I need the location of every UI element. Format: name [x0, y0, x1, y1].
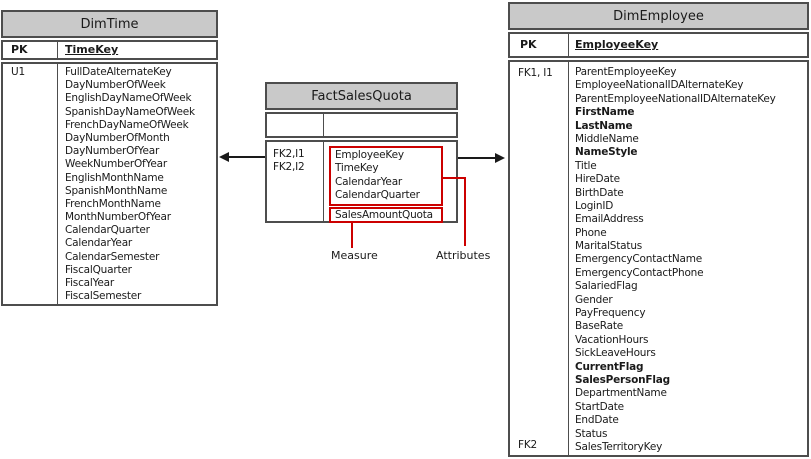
field-name: FrenchDayNameOfWeek	[65, 118, 189, 131]
field-name: FullDateAlternateKey	[65, 66, 172, 78]
measure-highlight-box: SalesAmountQuota	[329, 207, 443, 223]
field-name: Status	[575, 427, 608, 440]
measure-label: Measure	[331, 249, 378, 262]
field-name: CalendarYear	[335, 175, 403, 188]
field-name: EnglishMonthName	[65, 171, 164, 184]
dimtime-title: DimTime	[80, 16, 139, 32]
dimemployee-table-header: DimEmployee	[508, 2, 809, 30]
attributes-connector-vline	[464, 177, 466, 246]
attributes-label: Attributes	[436, 249, 491, 262]
field-name: Phone	[575, 226, 607, 239]
field-name: SalesTerritoryKey	[575, 440, 663, 453]
dimtime-pk-row: PK TimeKey	[1, 40, 218, 60]
field-name: CalendarQuarter	[335, 188, 420, 201]
field-name: VacationHours	[575, 333, 649, 346]
field-name: SalesAmountQuota	[335, 209, 433, 221]
field-name: EnglishDayNameOfWeek	[65, 92, 192, 105]
dimtime-pk-field: TimeKey	[65, 43, 119, 56]
field-name: EmployeeKey	[335, 149, 404, 161]
field-name: EndDate	[575, 414, 619, 427]
field-name: DayNumberOfMonth	[65, 131, 170, 144]
field-name: SickLeaveHours	[575, 347, 656, 360]
field-name: PayFrequency	[575, 307, 646, 320]
dimemployee-key-label-bottom: FK2	[518, 439, 538, 451]
field-name: LoginID	[575, 199, 614, 212]
field-name: Gender	[575, 293, 613, 306]
field-name: Title	[575, 159, 597, 172]
right-arrowhead-icon	[495, 153, 505, 163]
dimemployee-pk-divider	[568, 34, 569, 56]
field-name: EmergencyContactPhone	[575, 266, 704, 279]
measure-connector-line	[351, 222, 353, 248]
field-name: CurrentFlag	[575, 360, 644, 373]
field-name: FK2,I2	[273, 161, 305, 174]
factsalesquota-pk-divider	[323, 114, 324, 136]
dimemployee-key-label-top: FK1, I1	[518, 67, 553, 79]
field-name: MaritalStatus	[575, 240, 643, 253]
left-arrowhead-icon	[219, 152, 229, 162]
field-name: SalariedFlag	[575, 280, 638, 293]
dimtime-pk-label: PK	[11, 43, 28, 56]
field-name: DepartmentName	[575, 387, 667, 400]
field-name: ParentEmployeeNationalIDAlternateKey	[575, 92, 776, 105]
field-name: CalendarYear	[65, 237, 133, 250]
dimemployee-pk-label: PK	[520, 38, 537, 51]
factsalesquota-pk-row	[265, 112, 458, 138]
field-name: CalendarQuarter	[65, 224, 150, 237]
dimtime-body-divider	[57, 64, 58, 304]
field-name: StartDate	[575, 400, 624, 413]
field-name: TimeKey	[335, 162, 379, 175]
factsalesquota-table-header: FactSalesQuota	[265, 82, 458, 110]
field-name: MiddleName	[575, 132, 639, 145]
field-name: FK2,I1	[273, 148, 305, 160]
field-name: FiscalSemester	[65, 290, 142, 303]
field-name: DayNumberOfWeek	[65, 79, 166, 92]
attributes-connector-hline	[443, 177, 466, 179]
field-name: SpanishDayNameOfWeek	[65, 105, 195, 118]
field-name: FiscalYear	[65, 277, 115, 289]
field-name: LastName	[575, 119, 633, 132]
field-name: SpanishMonthName	[65, 184, 168, 197]
dimemployee-body-divider	[568, 62, 569, 455]
field-name: FrenchMonthName	[65, 197, 161, 210]
field-name: EmailAddress	[575, 213, 644, 226]
field-name: BaseRate	[575, 320, 624, 333]
dimemployee-pk-row: PK EmployeeKey	[508, 32, 809, 58]
field-name: HireDate	[575, 173, 620, 186]
dimemployee-pk-field: EmployeeKey	[575, 38, 659, 51]
factsalesquota-title: FactSalesQuota	[311, 88, 412, 104]
field-name: SalesPersonFlag	[575, 373, 670, 386]
field-name: FiscalQuarter	[65, 263, 132, 276]
field-name: EmployeeNationalIDAlternateKey	[575, 79, 744, 92]
field-name: CalendarSemester	[65, 250, 160, 263]
field-name: WeekNumberOfYear	[65, 158, 167, 171]
field-name: EmergencyContactName	[575, 253, 703, 266]
relationship-line-left	[227, 156, 265, 158]
dimtime-key-label: U1	[11, 66, 25, 78]
relationship-line-right	[458, 157, 497, 159]
factsalesquota-body-divider	[323, 142, 324, 221]
field-name: MonthNumberOfYear	[65, 211, 171, 224]
dimemployee-title: DimEmployee	[613, 8, 704, 24]
dimtime-table-header: DimTime	[1, 10, 218, 38]
field-name: ParentEmployeeKey	[575, 66, 677, 78]
field-name: BirthDate	[575, 186, 624, 199]
field-name: DayNumberOfYear	[65, 145, 160, 158]
field-name: NameStyle	[575, 146, 638, 159]
dimtime-pk-divider	[57, 42, 58, 58]
field-name: FirstName	[575, 106, 635, 119]
